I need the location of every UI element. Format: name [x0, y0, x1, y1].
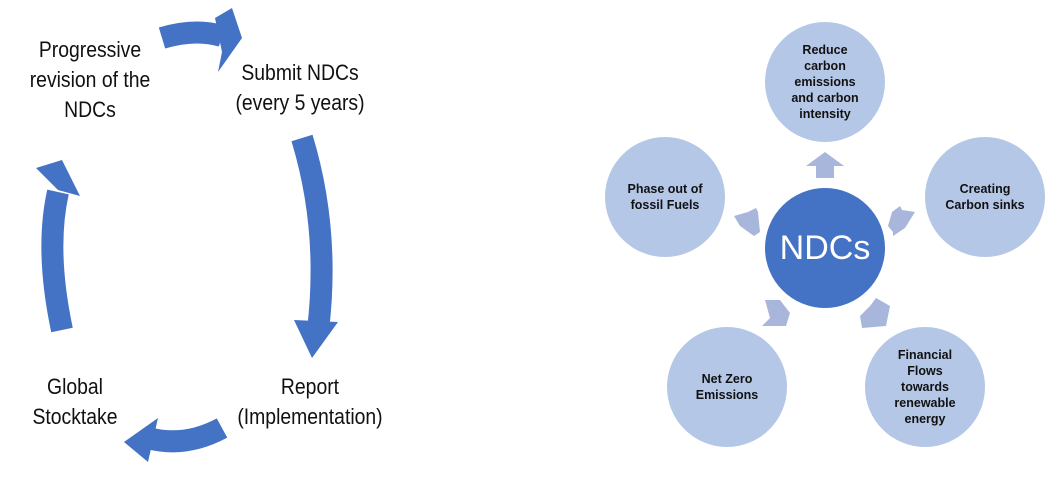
hub-arrow-down-right: [860, 298, 890, 328]
hub-center-label: NDCs: [779, 229, 871, 267]
cycle-arrow-right: [291, 134, 333, 332]
arrowhead-left: [36, 160, 80, 196]
node-label: Net Zero Emissions: [695, 372, 759, 402]
hub-node-reduce-emissions: Reduce carbon emissions and carbon inten…: [765, 22, 885, 142]
node-label: Reduce carbon emissions and carbon inten…: [791, 43, 859, 121]
arrowhead-right: [294, 320, 338, 358]
cycle-arrow-bottom: [145, 418, 228, 453]
cycle-arrow-left: [41, 189, 73, 333]
arrowhead-top: [215, 8, 242, 72]
hub-node-financial-flows: Financial Flows towards renewable energy: [865, 327, 985, 447]
hub-arrow-up: [806, 152, 844, 178]
node-label: Financial Flows towards renewable energy: [894, 348, 956, 426]
hub-node-net-zero: Net Zero Emissions: [667, 327, 787, 447]
arrowhead-bottom: [124, 418, 158, 462]
cycle-step-submit: Submit NDCs (every 5 years): [235, 60, 365, 115]
hub-arrow-down-left: [762, 300, 790, 326]
cycle-step-report: Report (Implementation): [237, 374, 383, 429]
node-label: Phase out of fossil Fuels: [627, 182, 703, 212]
hub-node-phase-out-fossil: Phase out of fossil Fuels: [605, 137, 725, 257]
cycle-arrow-top: [158, 21, 226, 49]
hub-center-ndcs: NDCs: [765, 188, 885, 308]
cycle-step-revision: Progressive revision of the NDCs: [29, 37, 151, 122]
node-label: Creating Carbon sinks: [945, 182, 1025, 212]
hub-node-carbon-sinks: Creating Carbon sinks: [925, 137, 1045, 257]
hub-arrow-left: [734, 208, 760, 236]
cycle-step-stocktake: Global Stocktake: [32, 374, 118, 429]
hub-arrow-right: [888, 206, 915, 236]
